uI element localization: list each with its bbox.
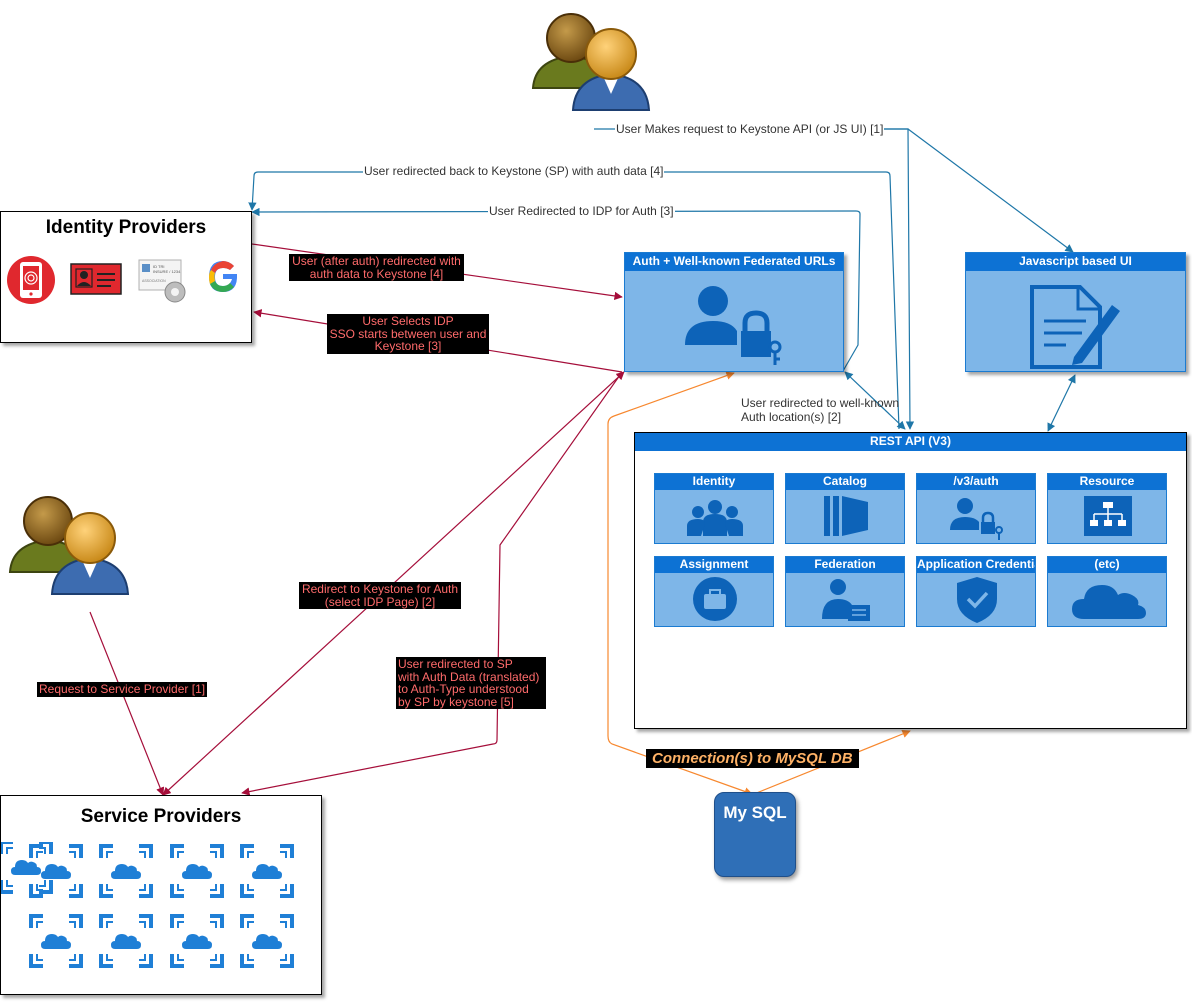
- module-etc: (etc): [1047, 556, 1167, 627]
- label-selects-idp: User Selects IDP SSO starts between user…: [327, 314, 489, 354]
- document-edit-icon: [1030, 285, 1120, 369]
- edge-js-rest: [1047, 374, 1076, 432]
- auth-panel-title: Auth + Well-known Federated URLs: [625, 253, 843, 271]
- module-federation: Federation: [785, 556, 905, 627]
- insurance-card-gear-icon: ID TRI INSURE / 1234 ASSOCIATION: [138, 259, 186, 303]
- module-catalog: Catalog: [785, 473, 905, 544]
- edge-sp-redirect: [241, 374, 621, 796]
- people-icon: [687, 500, 743, 536]
- module-application-credential: Application Credential: [916, 556, 1036, 627]
- label-line: Auth location(s) [2]: [741, 410, 842, 424]
- label-db-connection: Connection(s) to MySQL DB: [646, 749, 859, 768]
- label-user-request: User Makes request to Keystone API (or J…: [615, 122, 885, 136]
- module-label: Catalog: [786, 474, 904, 490]
- auth-federated-urls-panel: Auth + Well-known Federated URLs: [624, 252, 844, 372]
- javascript-ui-panel: Javascript based UI: [965, 252, 1186, 372]
- service-providers-title: Service Providers: [80, 806, 242, 827]
- rest-api-title: REST API (V3): [635, 433, 1186, 451]
- label-redirect-keystone: Redirect to Keystone for Auth (select ID…: [299, 582, 461, 609]
- user-card-icon: [822, 579, 870, 621]
- label-line: User (after auth) redirected with: [292, 254, 461, 268]
- label-line: User redirected to SP: [398, 657, 513, 671]
- label-after-auth: User (after auth) redirected with auth d…: [289, 254, 464, 281]
- service-provider-icons: [1, 842, 294, 968]
- user-group-icon-left: [8, 496, 130, 595]
- user-lock-icon: [685, 286, 782, 365]
- badge-line-1: ID TRI: [153, 264, 164, 269]
- label-line: with Auth Data (translated): [398, 669, 540, 684]
- label-well-known: User redirected to well-known Auth locat…: [741, 396, 899, 424]
- google-icon: [209, 261, 238, 292]
- hierarchy-icon: [1084, 496, 1132, 536]
- id-card-icon: [70, 263, 122, 295]
- module-label: (etc): [1048, 557, 1166, 573]
- module-assignment: Assignment: [654, 556, 774, 627]
- edge-user-request-js: [870, 128, 1074, 253]
- edge-db-auth: [607, 371, 753, 796]
- module-label: Identity: [655, 474, 773, 490]
- label-redirect-idp: User Redirected to IDP for Auth [3]: [488, 204, 675, 218]
- module-label: Assignment: [655, 557, 773, 573]
- label-line: auth data to Keystone [4]: [309, 266, 444, 281]
- label-request-sp: Request to Service Provider [1]: [37, 682, 208, 697]
- edge-well-known: [844, 371, 906, 430]
- module-label: Resource: [1048, 474, 1166, 490]
- edge-request-sp: [89, 611, 165, 796]
- label-redirect-back: User redirected back to Keystone (SP) wi…: [363, 164, 665, 178]
- mysql-database: My SQL: [714, 792, 796, 877]
- label-line: User redirected to well-known: [741, 396, 900, 410]
- cloud-frame-icon: [1, 842, 53, 894]
- badge-line-3: ASSOCIATION: [142, 279, 166, 283]
- identity-providers-title: Identity Providers: [45, 217, 207, 238]
- module-label: Federation: [786, 557, 904, 573]
- label-line: Keystone [3]: [374, 339, 442, 353]
- label-line: by SP by keystone [5]: [398, 694, 514, 709]
- cloud-icon: [1072, 585, 1146, 619]
- label-line: User Selects IDP: [362, 314, 454, 328]
- briefcase-icon: [693, 577, 737, 621]
- badge-line-2: INSURE / 1234: [153, 269, 181, 274]
- shield-check-icon: [957, 577, 997, 623]
- rest-api-box: REST API (V3) Identity Catalog /v3/auth …: [634, 432, 1187, 729]
- label-line: Redirect to Keystone for Auth: [301, 582, 459, 596]
- user-lock-icon: [950, 498, 1003, 540]
- edge-redirect-idp: [251, 207, 861, 372]
- label-sp-redirect: User redirected to SP with Auth Data (tr…: [396, 657, 546, 709]
- module-resource: Resource: [1047, 473, 1167, 544]
- module-v3-auth: /v3/auth: [916, 473, 1036, 544]
- label-line: SSO starts between user and: [329, 326, 487, 341]
- mysql-label: My SQL: [723, 803, 787, 822]
- label-line: to Auth-Type understood: [398, 682, 529, 696]
- idp-icons: ID TRI INSURE / 1234 ASSOCIATION: [7, 256, 238, 304]
- service-providers-box: Service Providers: [0, 795, 322, 995]
- catalog-icon: [824, 496, 868, 536]
- js-panel-title: Javascript based UI: [966, 253, 1185, 271]
- label-line: (select IDP Page) [2]: [324, 594, 436, 609]
- module-identity: Identity: [654, 473, 774, 544]
- module-label: /v3/auth: [917, 474, 1035, 490]
- user-group-icon-top: [531, 13, 651, 111]
- identity-providers-box: Identity Providers ID TRI INSURE / 1234 …: [0, 211, 252, 343]
- fingerprint-phone-icon: [7, 256, 55, 304]
- module-label: Application Credential: [917, 557, 1035, 573]
